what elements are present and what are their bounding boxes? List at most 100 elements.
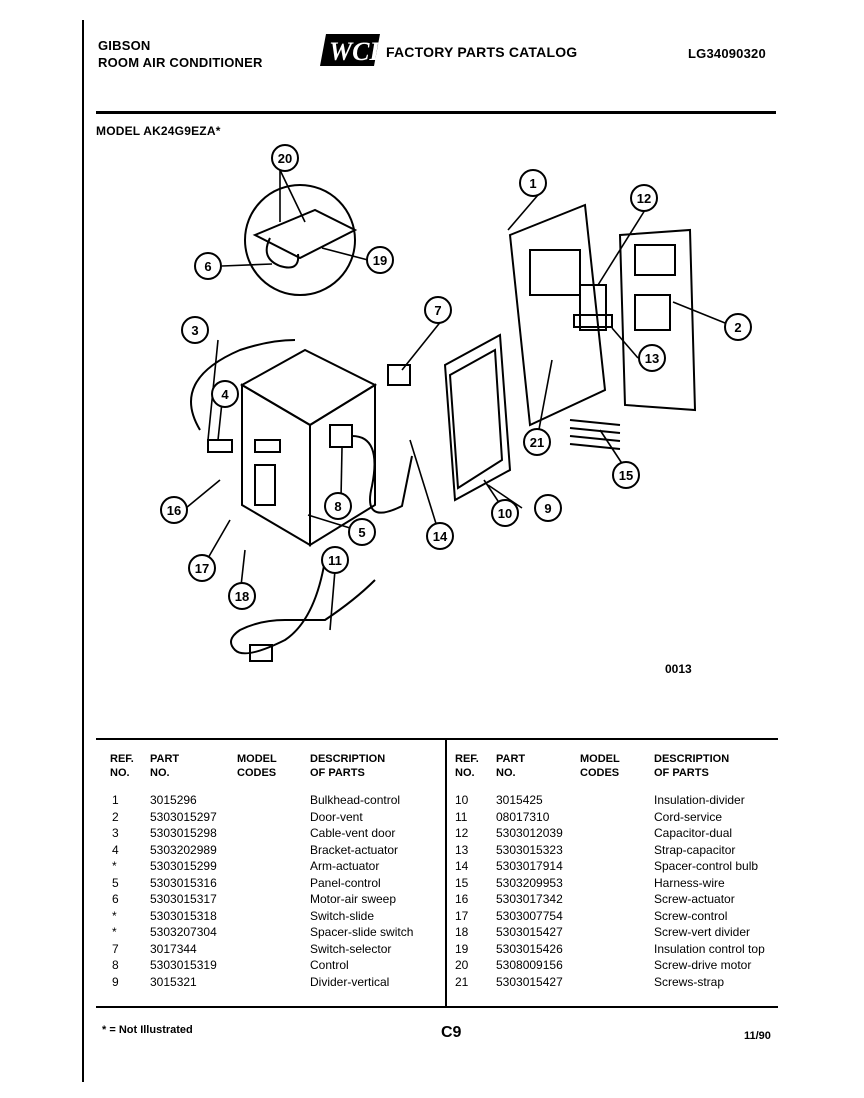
exploded-parts-diagram: 20 19 6 1 12 2 13 7 3 4 16 5 8 14 10 9 2… [160, 144, 752, 662]
cell-part: 3017344 [150, 941, 197, 956]
col-ref-right: REF. NO. [455, 753, 479, 779]
callout-7: 7 [424, 296, 452, 324]
brand-name: GIBSON [98, 38, 151, 53]
cell-part: 5303012039 [496, 826, 563, 840]
footnote: * = Not Illustrated [102, 1024, 193, 1036]
svg-text:9: 9 [544, 501, 551, 516]
svg-text:8: 8 [334, 499, 341, 514]
issue-date: 11/90 [744, 1030, 771, 1042]
control-box-top [239, 348, 378, 427]
cable-vent-door [190, 339, 296, 431]
cell-desc: Harness-wire [654, 875, 725, 890]
service-cord [230, 559, 376, 655]
callout-8: 8 [324, 492, 352, 520]
cell-ref: 21 [455, 974, 469, 989]
svg-text:10: 10 [498, 506, 512, 521]
cell-desc: Insulation control top [654, 941, 765, 956]
callout-10: 10 [491, 499, 519, 527]
product-name: ROOM AIR CONDITIONER [98, 55, 263, 70]
cell-ref: * [112, 908, 117, 923]
cell-part: 5303015318 [150, 908, 217, 923]
cell-ref: 1 [112, 793, 119, 807]
capacitor [579, 284, 607, 331]
cell-desc: Insulation-divider [654, 793, 745, 807]
cell-part: 3015296 [150, 793, 197, 807]
cell-ref: * [112, 859, 117, 873]
cell-desc: Motor-air sweep [310, 892, 397, 906]
col-part-left: PART NO. [150, 753, 180, 779]
callout-bubbles: 20 19 6 1 12 2 13 7 3 4 16 5 8 14 10 9 2… [160, 144, 752, 610]
callout-5: 5 [348, 518, 376, 546]
cell-part: 5303017914 [496, 859, 563, 873]
svg-text:14: 14 [433, 529, 448, 544]
cell-desc: Bulkhead-control [310, 793, 401, 807]
cell-ref: 14 [455, 859, 469, 873]
callout-17: 17 [188, 554, 216, 582]
cell-part: 5308009156 [496, 958, 563, 972]
cell-ref: 4 [112, 842, 119, 857]
callout-2: 2 [724, 313, 752, 341]
cell-part: 5303015317 [150, 892, 217, 906]
cell-desc: Screw-control [654, 908, 728, 923]
air-sweep-motor [329, 424, 353, 448]
cell-desc: Spacer-control bulb [654, 859, 759, 873]
cell-desc: Spacer-slide switch [310, 925, 414, 939]
cell-part: 5303209953 [496, 875, 563, 890]
cell-ref: 3 [112, 826, 119, 840]
callout-9: 9 [534, 494, 562, 522]
cell-desc: Capacitor-dual [654, 826, 733, 840]
cell-part: 5303015297 [150, 809, 217, 824]
door-vent [618, 228, 697, 412]
table-divider [445, 738, 447, 1006]
cell-desc: Strap-capacitor [654, 842, 736, 857]
col-model-left: MODEL CODES [237, 753, 277, 779]
cell-ref: 13 [455, 842, 469, 857]
bulkhead-control [508, 203, 607, 427]
table-bottom-rule [96, 1006, 778, 1008]
header-rule [96, 111, 776, 114]
col-ref-left: REF. NO. [110, 753, 134, 779]
callout-20: 20 [271, 144, 299, 172]
cell-part: 5303015323 [496, 842, 563, 857]
cell-ref: 17 [455, 908, 469, 923]
cell-ref: * [112, 925, 117, 939]
selector-switch [387, 364, 411, 386]
model-label: MODEL AK24G9EZA* [96, 124, 221, 138]
cell-part: 3015425 [496, 793, 543, 807]
callout-21: 21 [523, 428, 551, 456]
cell-desc: Bracket-actuator [310, 842, 399, 857]
cell-ref: 11 [455, 809, 468, 824]
cell-desc: Panel-control [310, 875, 381, 890]
callout-15: 15 [612, 461, 640, 489]
svg-text:20: 20 [278, 151, 292, 166]
bracket-actuator [207, 439, 233, 453]
inset-plate [252, 208, 358, 260]
cell-desc: Screws-strap [654, 974, 725, 989]
svg-text:3: 3 [191, 323, 198, 338]
cell-ref: 18 [455, 925, 469, 939]
cell-ref: 2 [112, 809, 119, 824]
callout-18: 18 [228, 582, 256, 610]
svg-text:21: 21 [530, 435, 544, 450]
svg-text:18: 18 [235, 589, 249, 604]
cell-part: 5303007754 [496, 908, 563, 923]
cell-part: 5303015427 [496, 925, 563, 939]
table-top-rule [96, 738, 778, 740]
callout-11: 11 [321, 546, 349, 574]
page-border [82, 20, 794, 1082]
svg-text:11: 11 [328, 553, 342, 568]
svg-text:17: 17 [195, 561, 209, 576]
callout-13: 13 [638, 344, 666, 372]
cell-part: 5303017342 [496, 892, 563, 906]
wire-harness [569, 419, 621, 450]
svg-text:7: 7 [434, 303, 441, 318]
callout-16: 16 [160, 496, 188, 524]
cell-ref: 12 [455, 826, 469, 840]
cell-part: 5303015427 [496, 974, 563, 989]
svg-text:19: 19 [373, 253, 387, 268]
cell-part: 08017310 [496, 809, 550, 824]
wci-logo: WCI [320, 32, 382, 73]
cell-desc: Screw-vert divider [654, 925, 751, 939]
svg-text:15: 15 [619, 468, 633, 483]
svg-text:4: 4 [221, 387, 229, 402]
